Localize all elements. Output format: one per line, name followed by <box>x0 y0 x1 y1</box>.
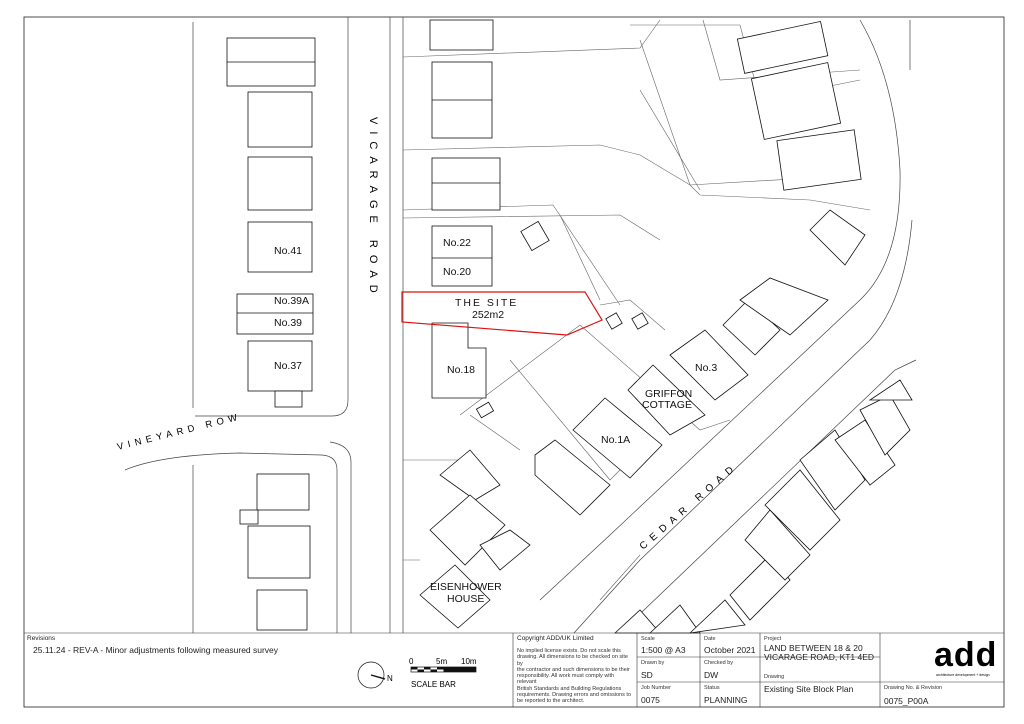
label-house: HOUSE <box>447 593 484 605</box>
scale-tick-5: 5m <box>436 657 447 666</box>
label-no3: No.3 <box>695 362 717 374</box>
copyright-line: requirements. Drawing errors and omissio… <box>517 692 632 699</box>
status-value: PLANNING <box>704 695 748 705</box>
copyright-line: drawing. All dimensions to be checked on… <box>517 654 628 667</box>
sheet-border <box>23 16 1005 708</box>
vicarage-road <box>124 17 404 633</box>
scale-field-value: 1:500 @ A3 <box>641 645 686 655</box>
status-label: Status <box>704 685 720 691</box>
job-number-label: Job Number <box>641 685 671 691</box>
north-arrow: N <box>357 661 393 689</box>
cedar-road <box>539 19 917 634</box>
revision-text: 25.11.24 - REV-A - Minor adjustments fol… <box>33 645 279 655</box>
road-label-cedar: CEDAR ROAD <box>638 461 741 552</box>
revisions-label: Revisions <box>27 635 56 642</box>
logo-subtext: architecture development + design <box>936 673 990 677</box>
checked-by-label: Checked by <box>704 660 734 666</box>
road-label-vineyard: VINEYARD ROW <box>116 411 243 453</box>
label-cottage: COTTAGE <box>642 399 692 411</box>
copyright-line: No implied license exists. Do not scale … <box>517 648 621 654</box>
drawing-number-value: 0075_P00A <box>884 696 929 706</box>
label-no39a: No.39A <box>274 295 309 307</box>
drawing-value: Existing Site Block Plan <box>764 684 854 694</box>
label-griffon: GRIFFON <box>645 388 692 400</box>
buildings <box>226 19 913 634</box>
scale-tick-0: 0 <box>409 657 414 666</box>
drawing-label: Drawing <box>764 674 785 680</box>
drawn-by-label: Drawn by <box>641 660 665 666</box>
scale-bar: 0 5m 10m SCALE BAR <box>409 657 477 689</box>
copyright-title: Copyright ADD/UK Limited <box>517 635 594 642</box>
copyright-line: the contractor and such dimensions to be… <box>517 666 630 673</box>
job-number-value: 0075 <box>641 695 660 705</box>
scale-field-label: Scale <box>641 636 655 642</box>
project-label: Project <box>764 636 782 642</box>
date-field-value: October 2021 <box>704 645 756 655</box>
project-line-2: VICARAGE ROAD, KT1 4ED <box>764 652 875 662</box>
drawing-number-label: Drawing No. & Revision <box>884 685 943 691</box>
copyright-line: responsibility. All work must comply wit… <box>517 673 615 686</box>
site-area: 252m2 <box>472 309 504 321</box>
scale-tick-10: 10m <box>461 657 477 666</box>
title-block-frame <box>24 632 1004 707</box>
label-no37: No.37 <box>274 360 302 372</box>
label-eisenhower: EISENHOWER <box>430 581 502 593</box>
project-line-1: LAND BETWEEN 18 & 20 <box>764 643 863 653</box>
label-no22: No.22 <box>443 237 471 249</box>
copyright-notes: No implied license exists. Do not scale … <box>517 648 633 705</box>
label-no41: No.41 <box>274 245 302 257</box>
copyright-line: British Standards and Building Regulatio… <box>517 685 622 692</box>
drawn-by-value: SD <box>641 670 653 680</box>
checked-by-value: DW <box>704 670 719 680</box>
north-label: N <box>387 674 393 683</box>
date-field-label: Date <box>704 636 716 642</box>
add-logo: add architecture development + design <box>934 636 997 677</box>
label-no1a: No.1A <box>601 434 630 446</box>
copyright-line: be reported to the architect. <box>517 698 585 705</box>
scale-bar-label: SCALE BAR <box>411 680 456 689</box>
label-no18: No.18 <box>447 364 475 376</box>
site-boundary <box>401 291 603 336</box>
logo-text: add <box>934 636 997 674</box>
site-title: THE SITE <box>455 297 518 309</box>
label-no39: No.39 <box>274 317 302 329</box>
road-label-vicarage: VICARAGE ROAD <box>367 117 379 300</box>
project-value: LAND BETWEEN 18 & 20 VICARAGE ROAD, KT1 … <box>764 644 874 662</box>
label-no20: No.20 <box>443 266 471 278</box>
